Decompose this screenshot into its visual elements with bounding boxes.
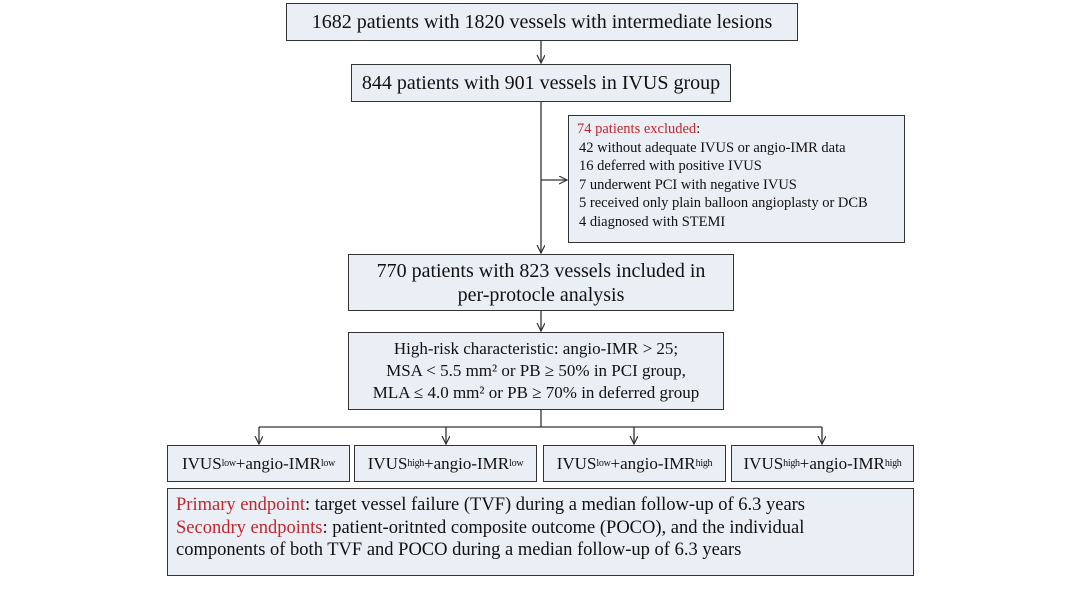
primary-endpoint-label: Primary endpoint — [176, 495, 305, 515]
box-high-risk-criteria: High-risk characteristic: angio-IMR > 25… — [348, 332, 724, 410]
excluded-heading: 74 patients excluded: — [577, 120, 904, 139]
excluded-item: 16 deferred with positive IVUS — [579, 158, 762, 174]
per-protocol-line-1: 770 patients with 823 vessels included i… — [376, 259, 706, 282]
group-label-ivus: IVUS — [367, 453, 408, 473]
initial-cohort-text: 1682 patients with 1820 vessels with int… — [311, 10, 773, 33]
excluded-title: 74 patients excluded — [577, 121, 697, 137]
group-label-ivus: IVUS — [743, 453, 784, 473]
group-label-imr: +angio-IMR — [235, 453, 321, 473]
risk-line-3: MLA ≤ 4.0 mm² or PB ≥ 70% in deferred gr… — [372, 383, 700, 402]
excluded-item: 7 underwent PCI with negative IVUS — [579, 176, 797, 193]
ivus-group-text: 844 patients with 901 vessels in IVUS gr… — [361, 71, 721, 94]
secondary-endpoint-line-2: components of both TVF and POCO during a… — [176, 540, 742, 560]
secondary-endpoint-text-1: : patient-oritnted composite outcome (PO… — [322, 517, 805, 538]
group-sub-imr: low — [320, 458, 336, 469]
excluded-item: 4 diagnosed with STEMI — [579, 213, 726, 230]
box-ivus-group: 844 patients with 901 vessels in IVUS gr… — [351, 64, 731, 102]
group-label-imr: +angio-IMR — [424, 453, 510, 473]
group-label-ivus: IVUS — [556, 453, 597, 473]
excluded-item: 5 received only plain balloon angioplast… — [579, 195, 868, 211]
group-sub-ivus: high — [783, 458, 800, 469]
group-sub-ivus: low — [596, 458, 611, 469]
group-sub-imr: high — [695, 458, 713, 469]
group-sub-ivus: high — [407, 458, 424, 469]
primary-endpoint-text: : target vessel failure (TVF) during a m… — [304, 495, 806, 515]
secondary-endpoint-line: Secondry endpoints: patient-oritnted com… — [176, 517, 913, 540]
group-label-imr: +angio-IMR — [610, 453, 696, 473]
group-sub-imr: low — [509, 458, 524, 469]
group-label-imr: +angio-IMR — [799, 453, 885, 473]
group-label-ivus: IVUS — [181, 453, 222, 473]
risk-line-1: High-risk characteristic: angio-IMR > 25… — [393, 339, 679, 358]
group-sub-imr: high — [884, 458, 902, 469]
box-endpoints: Primary endpoint: target vessel failure … — [167, 488, 914, 576]
per-protocol-line-2: per-protocle analysis — [457, 283, 625, 306]
risk-line-2: MSA < 5.5 mm² or PB ≥ 50% in PCI group, — [386, 361, 686, 380]
group-sub-ivus: low — [221, 458, 236, 469]
box-excluded: 74 patients excluded: 42 without adequat… — [568, 115, 905, 243]
box-per-protocol: 770 patients with 823 vessels included i… — [348, 254, 734, 311]
secondary-endpoint-label: Secondry endpoints — [176, 517, 323, 538]
primary-endpoint-line: Primary endpoint: target vessel failure … — [176, 494, 913, 517]
excluded-colon: : — [696, 121, 701, 137]
excluded-item: 42 without adequate IVUS or angio-IMR da… — [579, 139, 846, 156]
box-initial-cohort: 1682 patients with 1820 vessels with int… — [286, 3, 798, 41]
